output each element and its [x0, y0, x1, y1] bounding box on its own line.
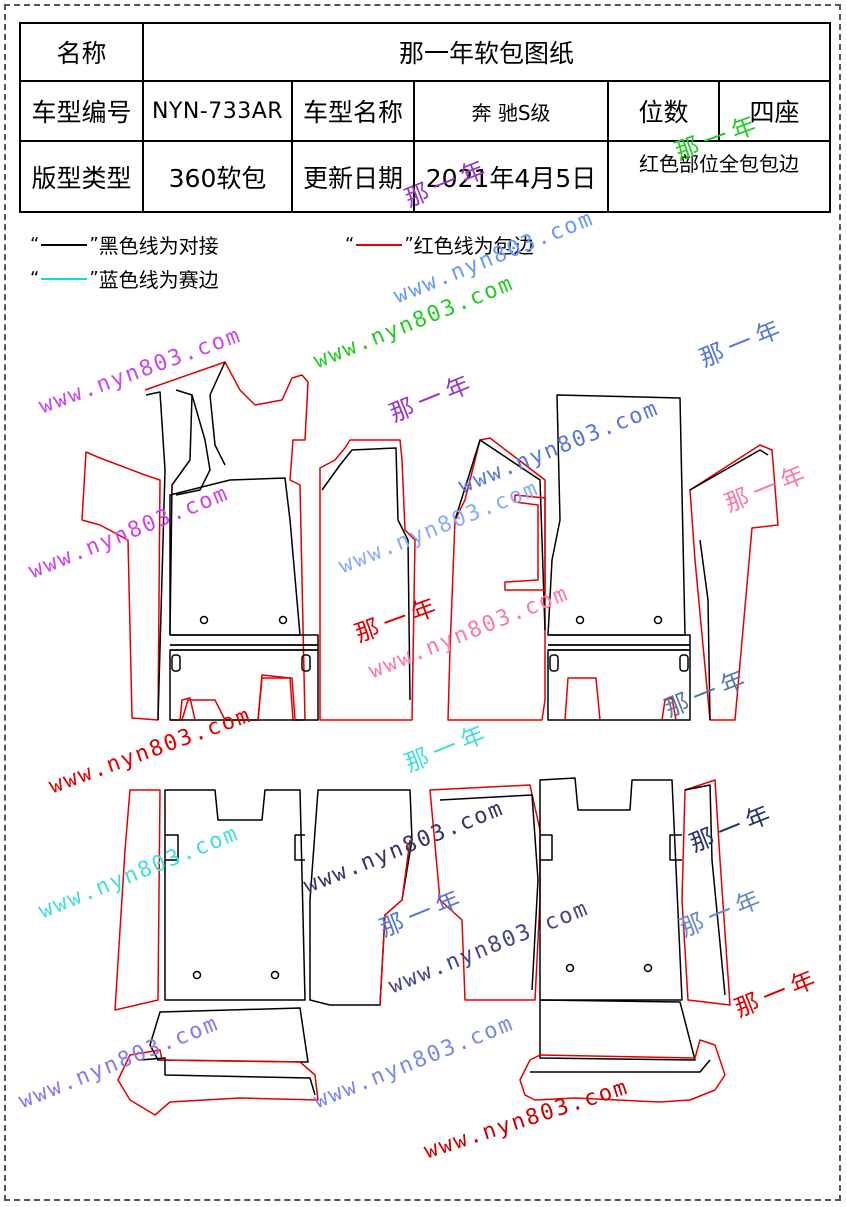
cut-out-red: [257, 677, 296, 721]
lower-center-right: [429, 784, 541, 1001]
lower-center-left-red: [379, 839, 411, 1006]
seats-value: 四座: [717, 80, 832, 142]
cyan-line-swatch: [41, 277, 88, 280]
upper-right-cross-top: [548, 634, 691, 646]
quote-close: ”: [404, 234, 414, 255]
seats-label: 位数: [607, 80, 720, 142]
table-row: 车型编号 NYN-733AR 车型名称 奔 驰S级 位数 四座: [19, 80, 832, 142]
lower-left-notch-l: [165, 834, 179, 861]
lower-left-floor: [164, 789, 306, 1001]
quote-open: “: [345, 234, 355, 255]
table-row: 名称 那一年软包图纸: [19, 22, 832, 82]
pillar-strip-right: [169, 389, 193, 636]
center-right-outline: [447, 437, 546, 721]
info-table: 名称 那一年软包图纸 车型编号 NYN-733AR 车型名称 奔 驰S级 位数 …: [19, 22, 832, 213]
red-line-swatch: [356, 243, 403, 246]
top-curved-flap: [144, 361, 309, 721]
legend-black-text: 黑色线为对接: [98, 234, 219, 258]
slot-left: [171, 654, 181, 672]
center-left-piece: [319, 439, 416, 721]
small-cut-out-r: [661, 697, 677, 721]
center-right-piece: [447, 437, 546, 721]
hole-right: [278, 615, 288, 625]
bottom-left-panel: [149, 1007, 309, 1063]
small-cut-out: [179, 697, 196, 721]
lower-center-right-black: [439, 794, 539, 991]
legend-cyan: “ ”蓝色线为赛边: [30, 264, 219, 293]
lower-pieces: [114, 777, 731, 1011]
hole-left-r: [575, 615, 585, 625]
upper-right-pieces: [547, 394, 779, 721]
upper-left-pieces: [81, 361, 319, 721]
update-date-value: 2021年4月5日: [413, 140, 609, 213]
bottom-right-tray-inner: [530, 1059, 711, 1073]
note-cell: 红色部位全包包边: [606, 140, 832, 213]
hole-left: [199, 615, 209, 625]
lower-right-notch-l: [540, 834, 553, 861]
center-right-black: [454, 439, 546, 631]
model-name-label: 车型名称: [291, 80, 415, 142]
quote-close: ”: [89, 234, 99, 255]
upper-right-floor: [547, 394, 686, 636]
cut-out-red-r: [564, 677, 601, 721]
hole-lower-left-2: [270, 970, 280, 980]
lower-left-notch-r: [294, 834, 305, 861]
inner-fold-line-2: [209, 361, 226, 466]
lower-right-side: [681, 779, 731, 1006]
update-date-label: 更新日期: [291, 140, 415, 213]
slot-left-r: [549, 654, 559, 672]
pillar-strip-left: [145, 391, 166, 721]
pattern-type-label: 版型类型: [19, 140, 144, 213]
inner-fold-line: [175, 394, 211, 496]
hole-lower-right-1: [565, 963, 575, 973]
legend-cyan-text: 蓝色线为赛边: [98, 268, 219, 292]
bottom-left-tray-inner: [139, 1057, 316, 1096]
slot-right: [301, 654, 311, 672]
bottom-pieces: [117, 999, 726, 1116]
model-name-value: 奔 驰S级: [413, 80, 609, 142]
hole-lower-left-1: [192, 970, 202, 980]
table-row: 版型类型 360软包 更新日期 2021年4月5日 红色部位全包包边: [19, 140, 832, 213]
center-left-inner: [321, 447, 411, 701]
quote-open: “: [30, 234, 40, 255]
upper-right-lower-floor: [547, 649, 691, 721]
name-value: 那一年软包图纸: [141, 22, 832, 82]
model-no-label: 车型编号: [19, 80, 144, 142]
hole-lower-right-2: [643, 963, 653, 973]
lower-left-side: [114, 789, 161, 1011]
lower-right-notch-r: [669, 834, 682, 861]
red-bracket: [504, 494, 546, 591]
name-label: 名称: [19, 22, 144, 82]
main-floor-black: [169, 477, 301, 636]
slot-right-r: [679, 654, 689, 672]
right-side-inner: [689, 449, 769, 491]
black-line-swatch: [41, 243, 88, 246]
legend-black: “ ”黑色线为对接: [30, 230, 219, 259]
right-side-panel: [689, 444, 779, 721]
quote-close: ”: [89, 268, 99, 289]
lower-center-left: [309, 789, 413, 1006]
left-side-panel: [81, 451, 161, 721]
hole-right-r: [653, 615, 663, 625]
lower-right-side-black: [684, 784, 726, 996]
bottom-right-panel: [539, 999, 696, 1061]
legend-red: “ ”红色线为包边: [345, 230, 534, 259]
center-left-outline: [319, 439, 416, 721]
lower-floor-black: [169, 649, 319, 721]
pattern-type-value: 360软包: [142, 140, 293, 213]
right-strip: [699, 539, 711, 721]
lower-right-floor: [539, 777, 683, 1001]
bottom-right-tray: [519, 1039, 726, 1103]
crossbar-top: [170, 634, 319, 646]
model-no-value: NYN-733AR: [142, 80, 293, 142]
quote-open: “: [30, 268, 40, 289]
page-border: [4, 4, 841, 1201]
legend-red-text: 红色线为包边: [413, 234, 534, 258]
